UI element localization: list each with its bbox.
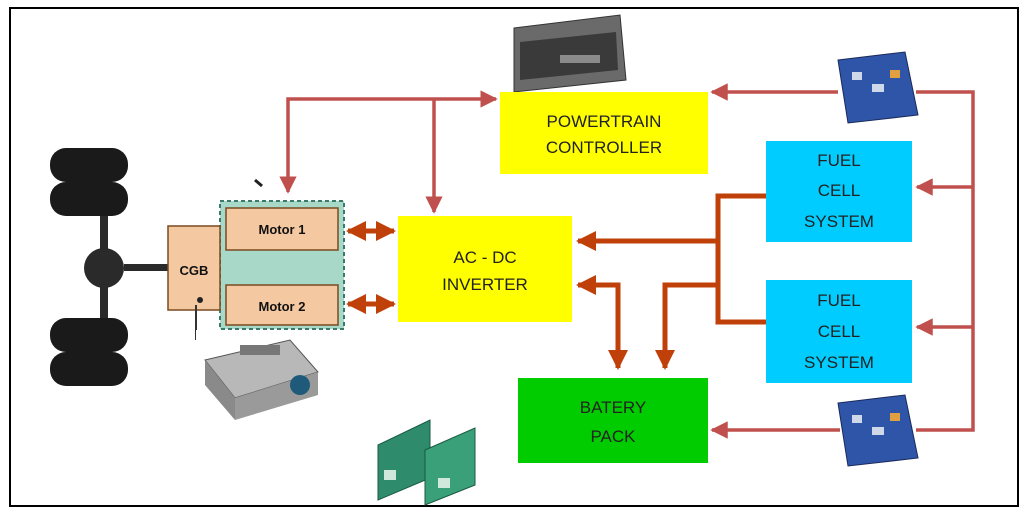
motor-2-label: Motor 2 (259, 299, 306, 314)
controller-label-line2: CONTROLLER (546, 138, 662, 157)
electric-motor-photo-icon (196, 330, 320, 430)
wheels-chassis-icon (50, 148, 168, 386)
diagram-frame (9, 7, 1019, 507)
motor-1: Motor 1 (225, 207, 339, 251)
controller-photo-icon (513, 14, 627, 93)
motor-1-label: Motor 1 (259, 222, 306, 237)
controller-label-line1: POWERTRAIN (547, 112, 662, 131)
inverter-label-line2: INVERTER (442, 275, 528, 294)
battery-label-line1: BATERY (580, 398, 646, 417)
battery-modules-photo-icon (377, 419, 476, 506)
signal-connectors (279, 83, 975, 439)
fuel-cell-stack-photo-icon-top (837, 51, 919, 124)
inverter-label-line1: AC - DC (453, 248, 516, 267)
fuel-cell-stack-photo-icon-bottom (837, 394, 919, 467)
battery-pack-block: BATERY PACK (518, 378, 708, 463)
fuel-cell-2-line3: SYSTEM (804, 353, 874, 372)
fuel-cell-1-line1: FUEL (817, 151, 860, 170)
powertrain-controller-block: POWERTRAIN CONTROLLER (500, 92, 708, 174)
gearbox: CGB (167, 225, 221, 311)
arrow-controller-motors (279, 90, 498, 194)
inverter-block: AC - DC INVERTER (398, 216, 572, 322)
signal-bus-right (916, 90, 975, 432)
fuel-cell-2-line2: CELL (818, 322, 861, 341)
motor-2: Motor 2 (225, 284, 339, 326)
power-arrow-to-battery (655, 282, 718, 370)
fuel-cell-1-line3: SYSTEM (804, 212, 874, 231)
fuel-cell-2-line1: FUEL (817, 291, 860, 310)
battery-label-line2: PACK (590, 427, 636, 446)
fuel-cell-system-block-2: FUEL CELL SYSTEM (766, 280, 912, 383)
fuel-cell-system-block-1: FUEL CELL SYSTEM (766, 141, 912, 242)
power-connectors (346, 193, 766, 370)
power-arrow-inverter-battery (576, 275, 628, 370)
gearbox-label: CGB (180, 263, 209, 278)
power-fuel-cell-bus (715, 193, 766, 325)
fuel-cell-1-line2: CELL (818, 181, 861, 200)
